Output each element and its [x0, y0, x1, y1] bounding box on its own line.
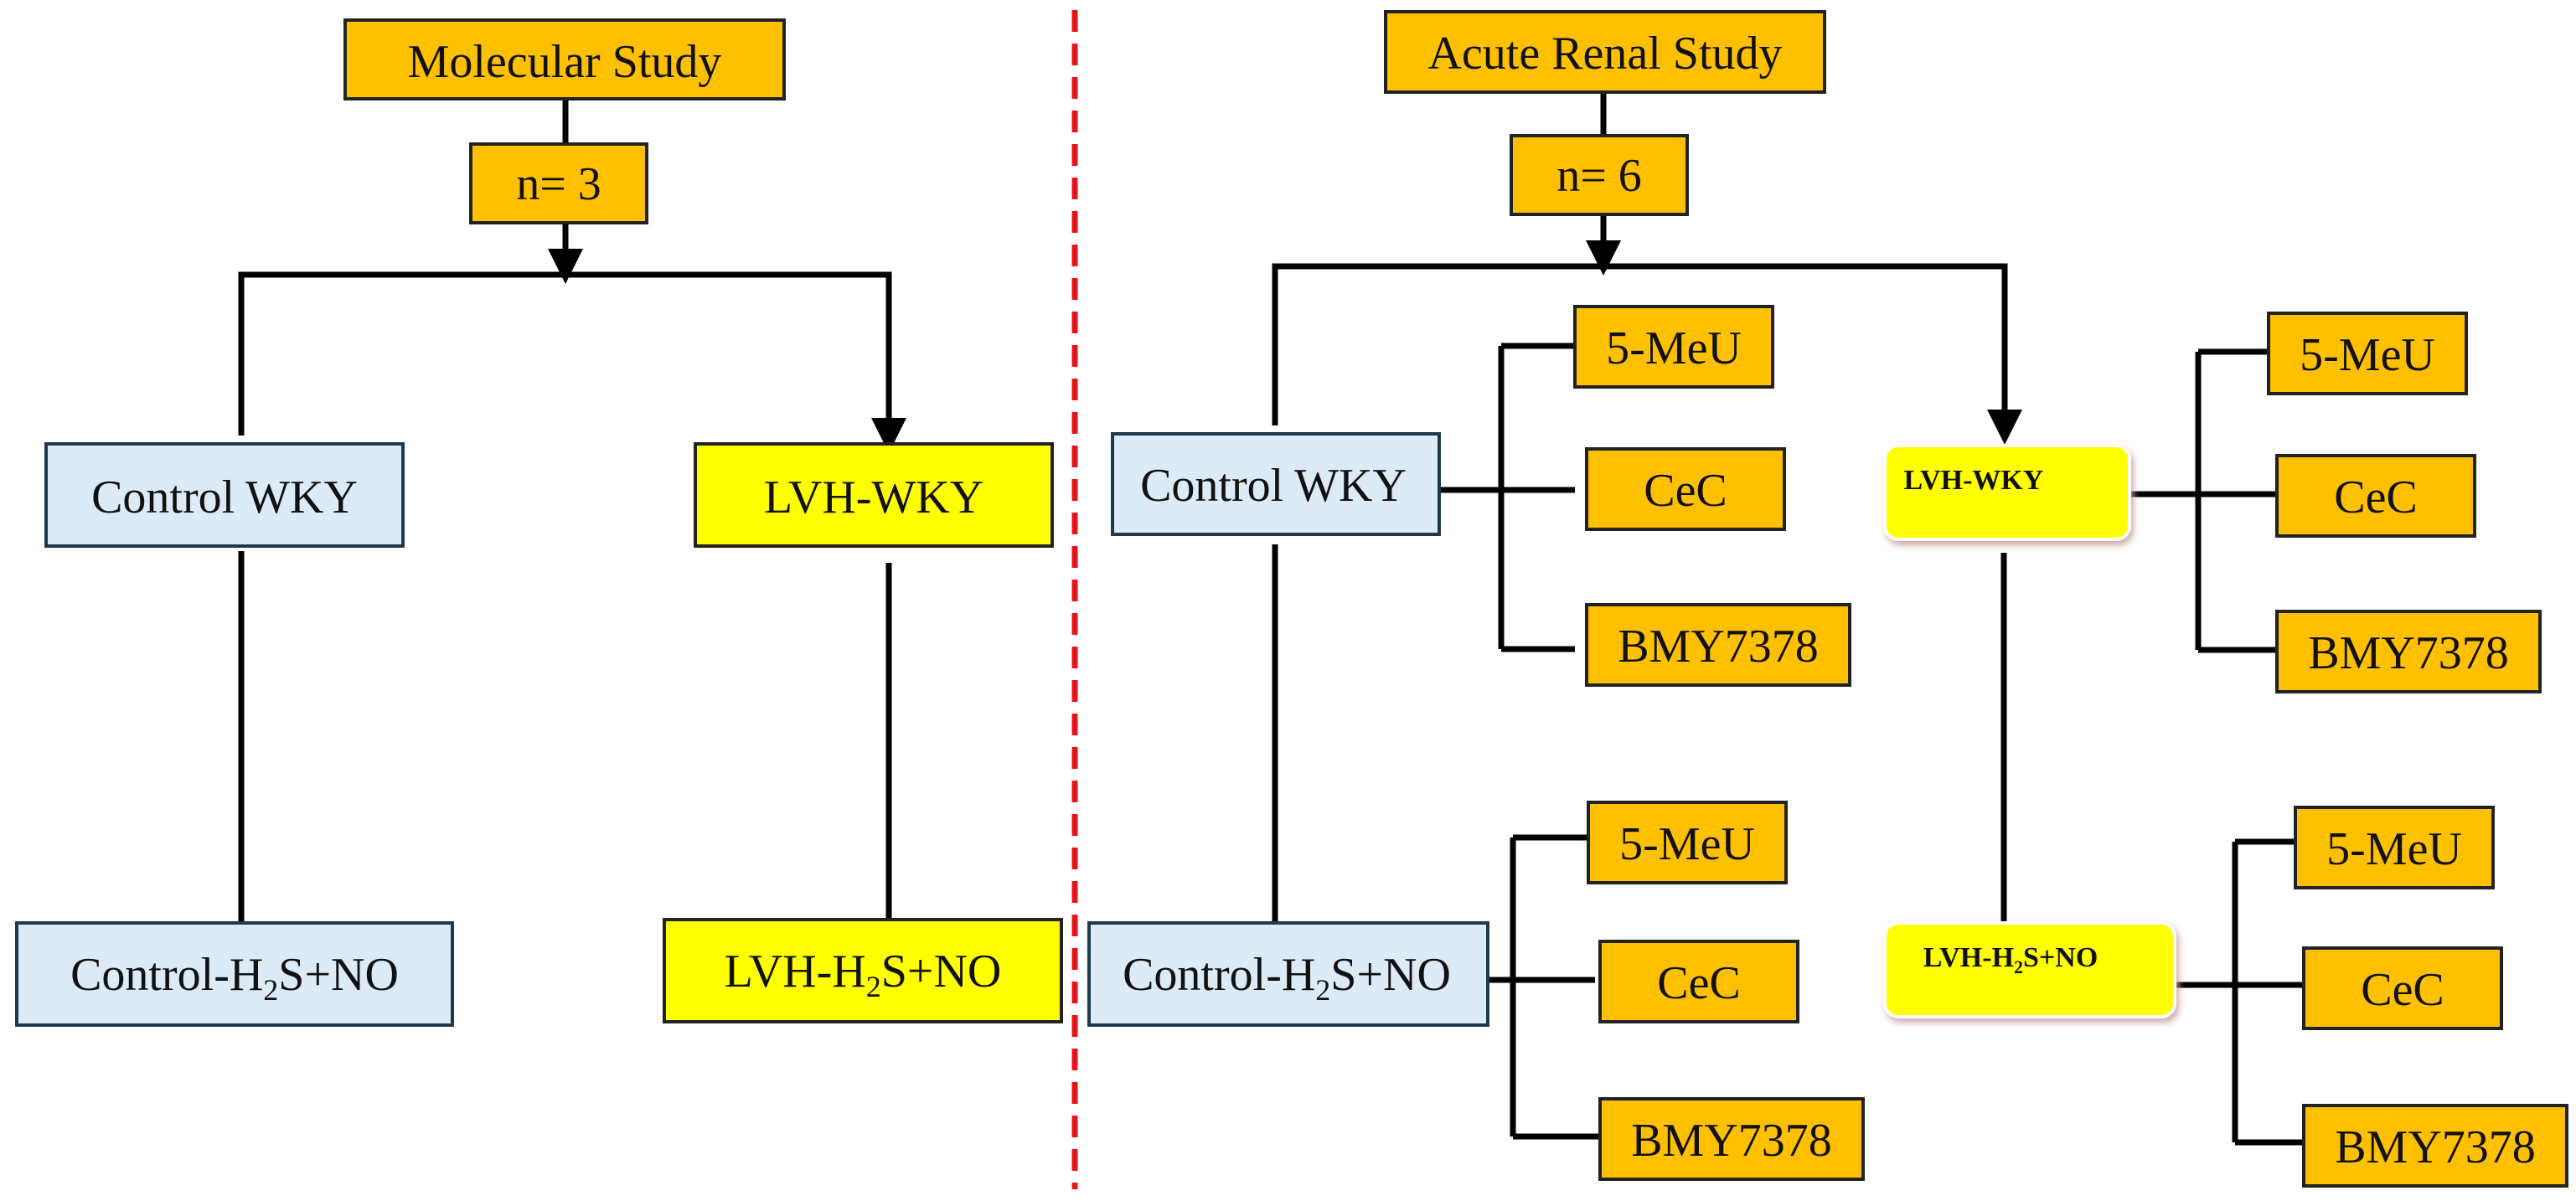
acute-lvh-treated-box — [1883, 921, 2176, 1018]
drug-box — [1598, 1097, 1865, 1181]
acute-n-label: n= 6 — [1556, 150, 1642, 202]
drug-label: 5-MeU — [2326, 823, 2462, 875]
drug-label: CeC — [2334, 472, 2418, 523]
molecular-lvh-treated-box — [663, 918, 1063, 1023]
drug-box — [2302, 1104, 2568, 1188]
drug-box — [2302, 946, 2503, 1030]
molecular-control-label: Control WKY — [91, 472, 358, 523]
molecular-lvh-box — [694, 442, 1054, 548]
molecular-lvh-label: LVH-WKY — [764, 472, 983, 523]
acute-control-treated-label: Control-H2S+NO — [1123, 949, 1451, 1007]
molecular-n-label: n= 3 — [516, 158, 601, 210]
acute-study-title: Acute Renal Study — [1427, 28, 1782, 80]
drug-label: 5-MeU — [2300, 329, 2435, 381]
drug-box — [1573, 305, 1774, 389]
molecular-control-box — [44, 442, 405, 548]
molecular-control-treated-box — [15, 921, 454, 1027]
drug-label: BMY7378 — [2308, 627, 2509, 679]
drug-label: BMY7378 — [1631, 1115, 1832, 1167]
acute-study-title-box — [1384, 10, 1826, 94]
molecular-lvh-treated-label: LVH-H2S+NO — [725, 946, 1002, 1003]
molecular-n-box — [469, 142, 648, 224]
acute-control-box — [1111, 432, 1441, 536]
drug-box — [2267, 312, 2468, 395]
acute-lvh-box — [1883, 444, 2131, 541]
acute-renal-study-section: Acute Renal Study n= 6 Control WKY LVH-W… — [1087, 10, 2568, 1188]
drug-box — [1598, 940, 1799, 1023]
drug-box — [2294, 806, 2495, 889]
drug-label: BMY7378 — [1618, 621, 1819, 673]
drug-label: BMY7378 — [2335, 1121, 2536, 1173]
molecular-control-treated-label: Control-H2S+NO — [70, 949, 399, 1007]
drug-label: 5-MeU — [1606, 322, 1742, 374]
molecular-study-section: Molecular Study n= 3 Control WKY LVH-WKY… — [15, 18, 1063, 1027]
molecular-study-title-box — [343, 18, 786, 101]
acute-lvh-treated-label: LVH-H2S+NO — [1923, 942, 2098, 977]
drug-label: CeC — [1657, 957, 1741, 1009]
drug-label: CeC — [2361, 964, 2444, 1016]
drug-box — [1585, 603, 1851, 687]
drug-label: 5-MeU — [1619, 818, 1755, 870]
drug-box — [2275, 454, 2476, 538]
drug-box — [1585, 447, 1786, 531]
acute-control-treated-box — [1087, 921, 1489, 1027]
acute-lvh-label: LVH-WKY — [1904, 465, 2044, 496]
acute-control-label: Control WKY — [1140, 460, 1407, 512]
drug-label: CeC — [1644, 465, 1727, 517]
acute-n-box — [1510, 134, 1689, 216]
drug-box — [2275, 610, 2542, 693]
molecular-study-title: Molecular Study — [408, 36, 722, 88]
drug-box — [1587, 801, 1788, 884]
